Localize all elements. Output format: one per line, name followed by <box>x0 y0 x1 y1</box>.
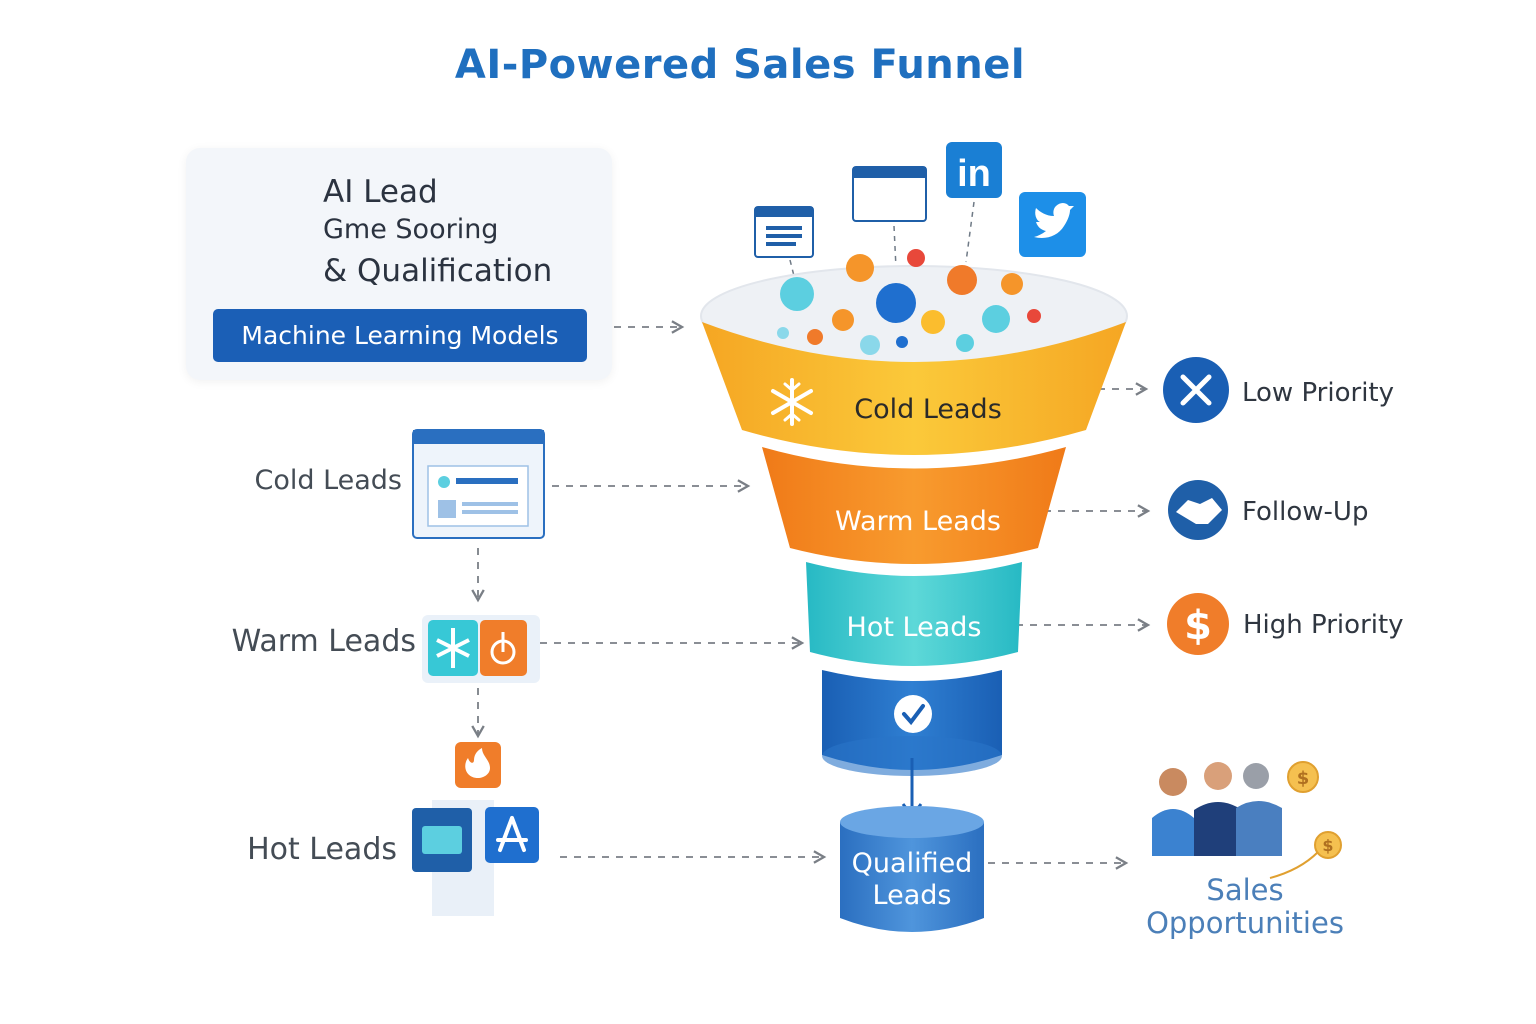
funnel-label-cold-leads: Cold Leads <box>854 394 1002 425</box>
check-icon <box>894 695 932 733</box>
ai-card-line3: & Qualification <box>323 253 553 289</box>
left-label-warm-leads: Warm Leads <box>231 624 416 659</box>
app-store-icon <box>485 807 539 863</box>
funnel-label-warm-leads: Warm Leads <box>835 506 1001 537</box>
cold-leads-browser-icon <box>412 429 545 539</box>
outcome-follow-up: Follow-Up <box>1242 497 1369 527</box>
funnel <box>700 249 1128 776</box>
social-drop-lines <box>789 201 975 281</box>
svg-text:$: $ <box>1184 603 1212 649</box>
left-label-cold-leads: Cold Leads <box>254 465 402 496</box>
hot-leads-icons <box>412 742 539 916</box>
dollar-icon: $ <box>1167 593 1229 655</box>
funnel-label-hot-leads: Hot Leads <box>846 612 982 643</box>
funnel-band-warm <box>762 447 1066 564</box>
close-icon <box>1163 357 1229 423</box>
qualified-line1: Qualified <box>851 848 973 879</box>
browser-icon-window <box>852 166 927 222</box>
svg-text:$: $ <box>1322 836 1333 855</box>
outcome-high-priority: High Priority <box>1243 610 1404 640</box>
people-icon: $ $ <box>1152 761 1342 879</box>
browser-icon-small <box>754 206 814 258</box>
connector-arrows <box>471 320 1151 870</box>
machine-learning-models-button[interactable]: Machine Learning Models <box>213 309 587 362</box>
sales-line1: Sales <box>1206 873 1284 907</box>
twitter-icon <box>1019 192 1086 257</box>
svg-text:$: $ <box>1297 768 1310 789</box>
snowflake-icon <box>771 378 813 426</box>
page-title: AI-Powered Sales Funnel <box>454 42 1026 88</box>
sales-opportunities-label: Sales Opportunities <box>1130 874 1360 940</box>
qualified-leads-label: Qualified Leads <box>840 848 984 912</box>
svg-text:in: in <box>957 153 991 195</box>
qualified-cylinder <box>840 806 984 932</box>
handshake-icon <box>1168 480 1228 540</box>
ai-card-line2: Gme Sooring <box>323 214 499 245</box>
ai-card-line1: AI Lead <box>323 174 438 210</box>
left-label-hot-leads: Hot Leads <box>247 832 397 867</box>
linkedin-icon: in <box>946 142 1002 198</box>
lead-dots <box>777 249 1041 355</box>
funnel-band-cold <box>702 322 1126 455</box>
sales-line2: Opportunities <box>1146 906 1344 940</box>
outcome-low-priority: Low Priority <box>1242 378 1395 408</box>
warm-leads-icons <box>422 615 540 683</box>
qualified-line2: Leads <box>872 880 952 911</box>
funnel-band-hot <box>806 562 1022 666</box>
